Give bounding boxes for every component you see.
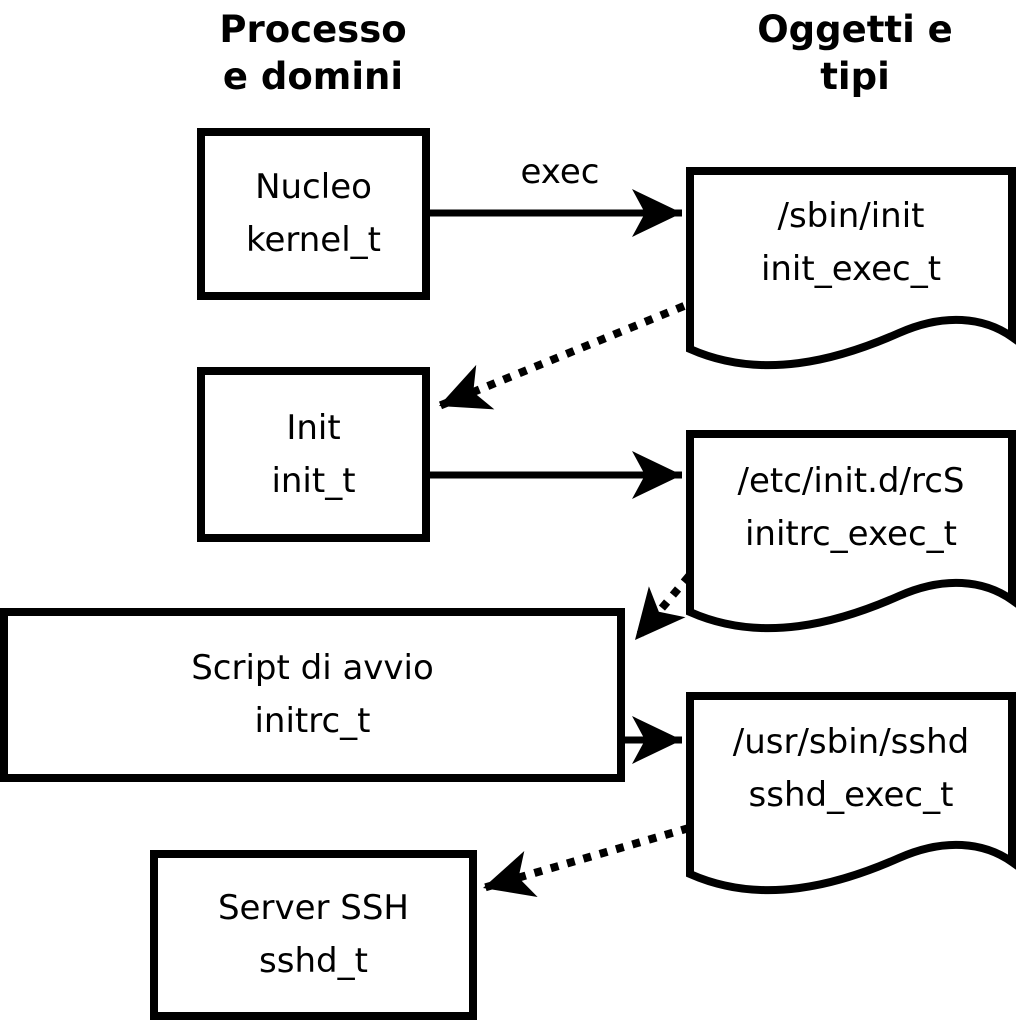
object-type: init_exec_t bbox=[760, 248, 942, 289]
process-name: Init bbox=[286, 407, 341, 448]
object-type: sshd_exec_t bbox=[748, 774, 954, 815]
process-box-kernel: Nucleo kernel_t bbox=[197, 128, 430, 300]
process-domain-type: initrc_t bbox=[254, 701, 371, 741]
object-doc-usr-sbin-sshd: /usr/sbin/sshd sshd_exec_t bbox=[686, 716, 1016, 821]
process-domain-type: sshd_t bbox=[259, 941, 368, 981]
object-doc-etc-initd-rcs: /etc/init.d/rcS initrc_exec_t bbox=[686, 455, 1016, 560]
document-shape-usr-sbin-sshd bbox=[686, 692, 1016, 895]
object-path: /etc/init.d/rcS bbox=[737, 461, 965, 501]
process-name: Nucleo bbox=[255, 167, 372, 208]
object-path: /usr/sbin/sshd bbox=[732, 722, 970, 762]
column-header-objects: Oggetti e tipi bbox=[757, 8, 953, 99]
column-header-processes: Processo e domini bbox=[219, 8, 407, 99]
process-box-initrc: Script di avvio initrc_t bbox=[0, 608, 625, 782]
process-name: Server SSH bbox=[217, 888, 410, 929]
process-name: Script di avvio bbox=[191, 648, 434, 689]
process-box-sshd: Server SSH sshd_t bbox=[150, 850, 477, 1020]
transition-arrow-to-initrc-t bbox=[631, 573, 693, 643]
document-shape-sbin-init bbox=[686, 167, 1016, 370]
transition-arrow-to-sshd-t bbox=[481, 824, 691, 898]
exec-arrow-label: exec bbox=[520, 152, 600, 192]
document-shape-etc-initd-rcs bbox=[686, 430, 1016, 633]
process-domain-type: kernel_t bbox=[245, 220, 382, 260]
object-type: initrc_exec_t bbox=[744, 513, 958, 554]
transition-arrow-to-init-t bbox=[437, 302, 686, 410]
object-path: /sbin/init bbox=[777, 196, 925, 236]
process-box-init: Init init_t bbox=[197, 367, 430, 542]
process-domain-type: init_t bbox=[271, 460, 356, 501]
object-doc-sbin-init: /sbin/init init_exec_t bbox=[686, 190, 1016, 295]
